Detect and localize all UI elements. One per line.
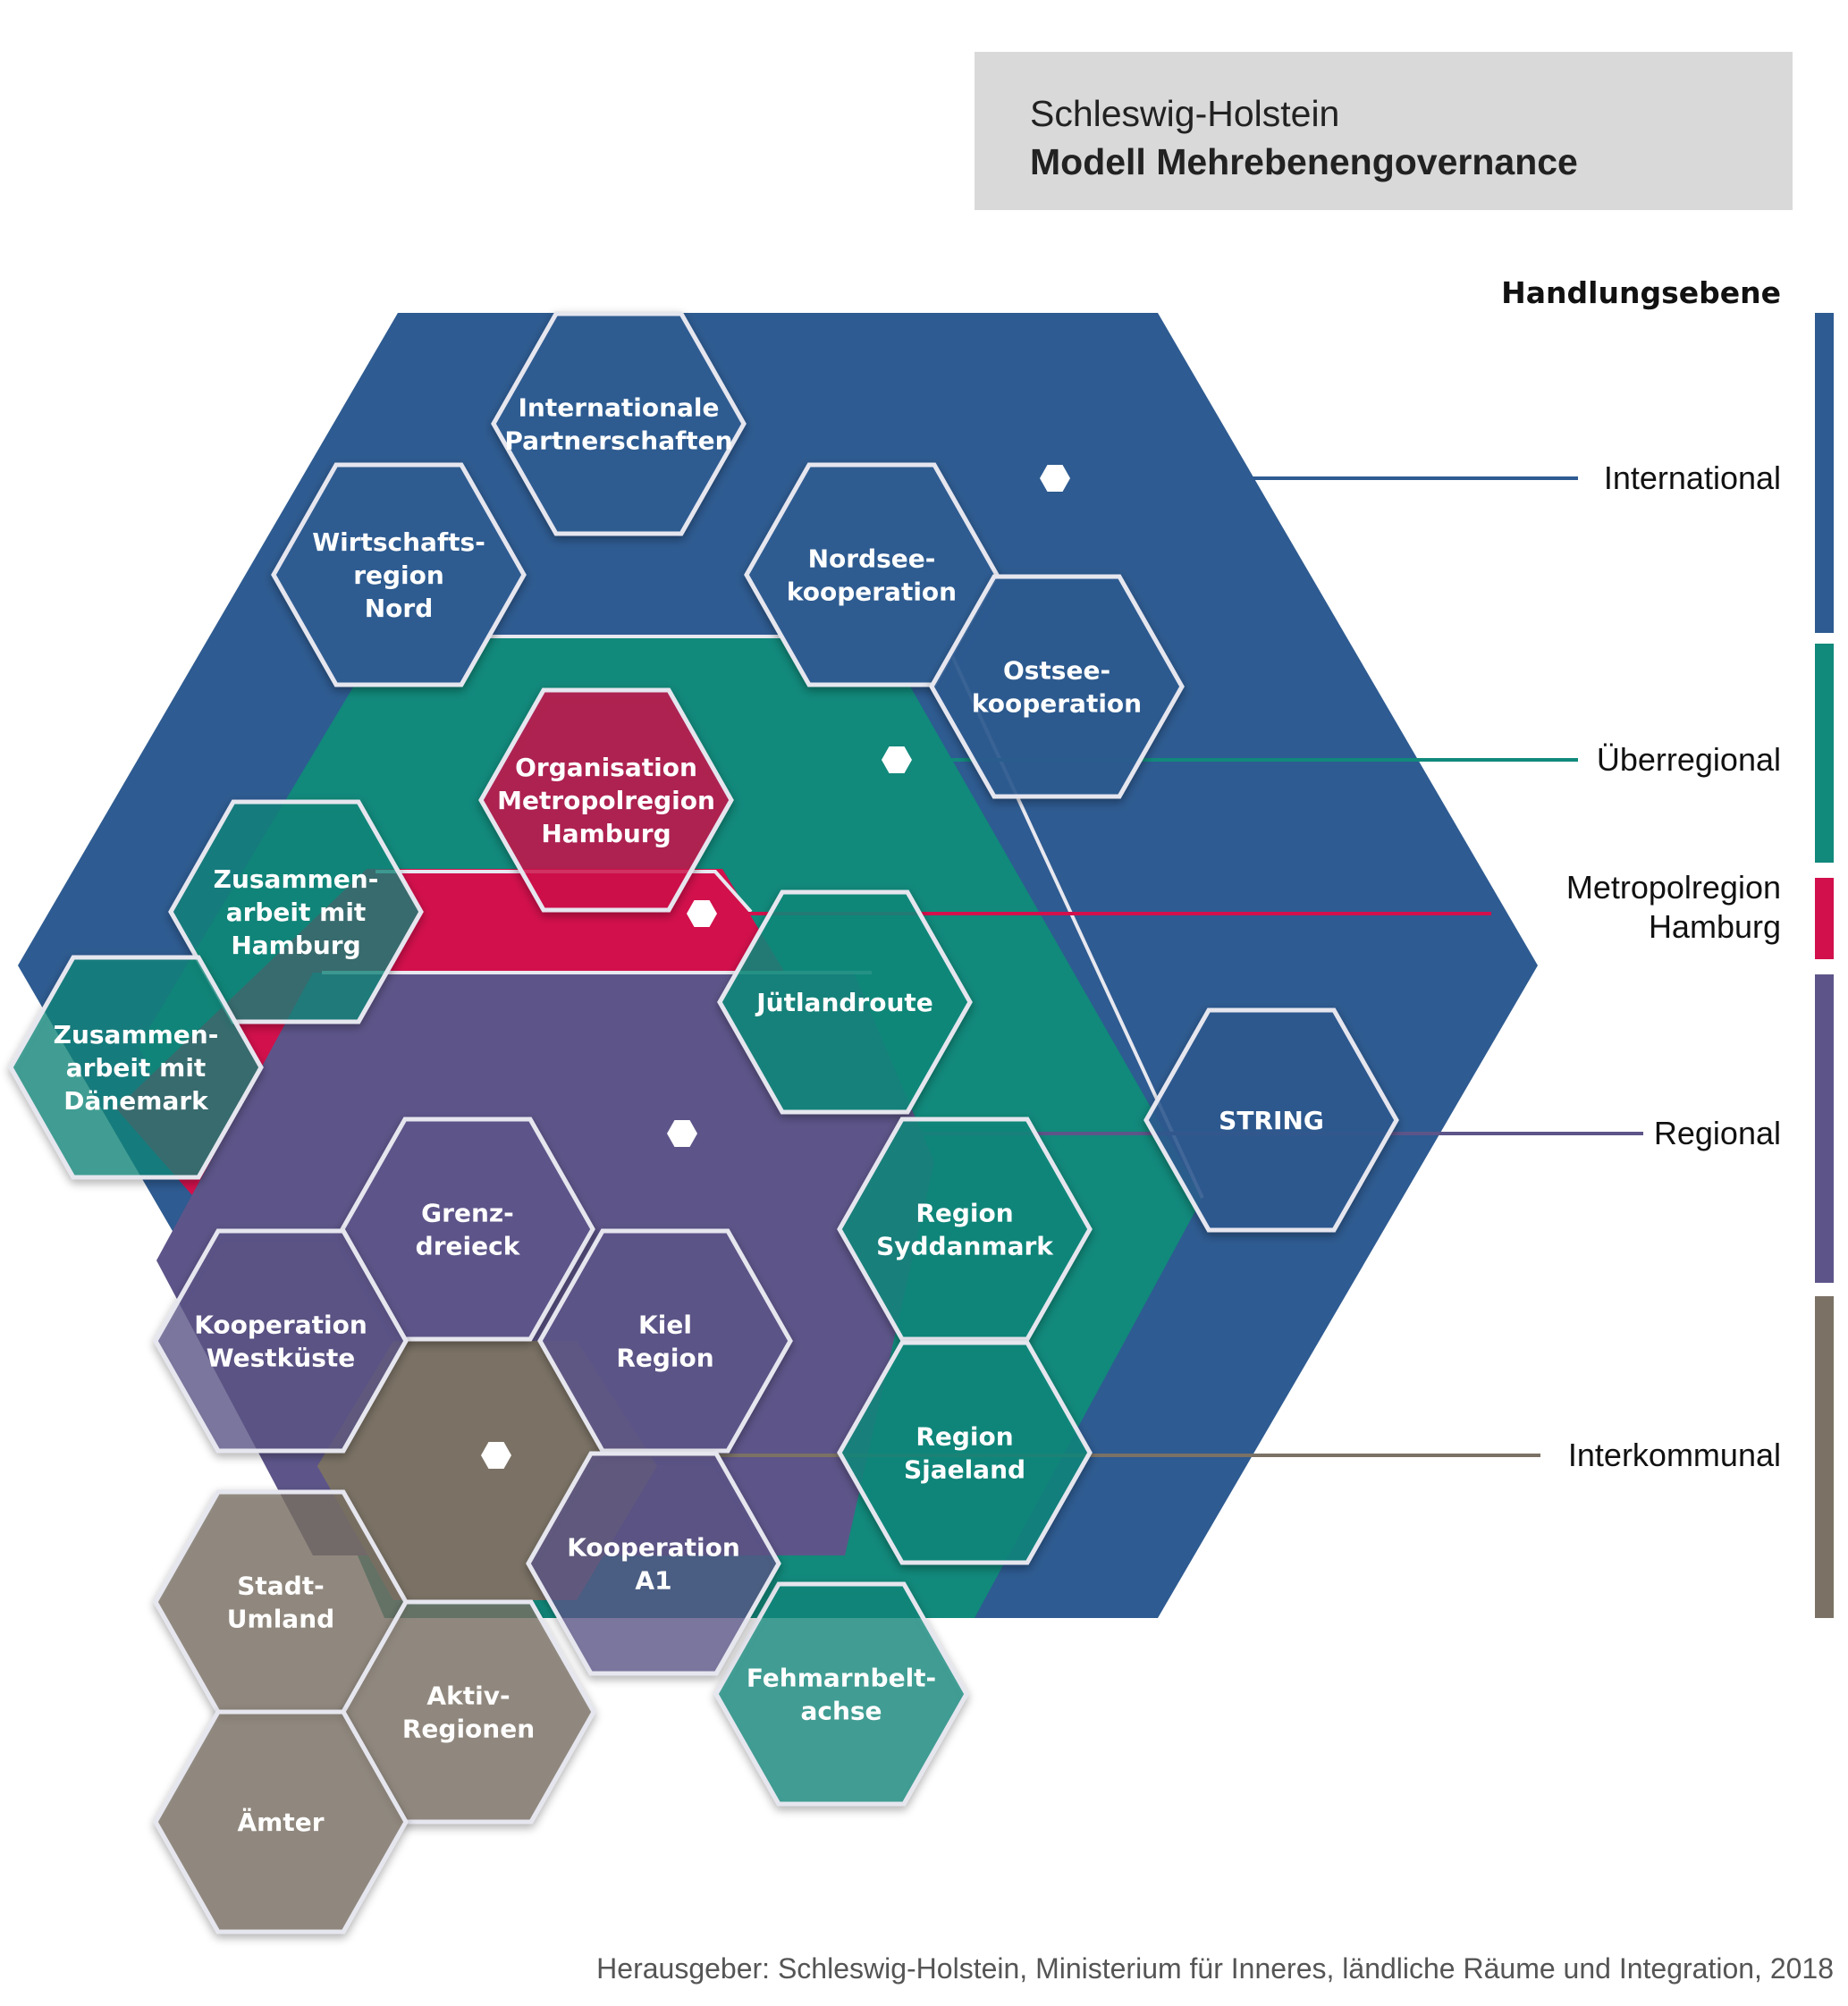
legend-bar-international <box>1815 313 1834 633</box>
hex-ostseekooperation: Ostsee-kooperation <box>929 574 1185 799</box>
hex-shape <box>153 1228 409 1454</box>
level-markers <box>481 465 1070 1469</box>
hex-label-line: Syddanmark <box>876 1232 1054 1261</box>
marker-hexagon <box>481 1442 511 1469</box>
hex-shape <box>837 1117 1093 1342</box>
hex-label-line: kooperation <box>972 689 1142 719</box>
marker-hexagon <box>667 1120 697 1147</box>
hex-shape <box>526 1451 781 1676</box>
hex-label-line: Regionen <box>402 1715 535 1744</box>
hex-label-line: region <box>353 560 444 590</box>
level-label-ueberregional: Überregional <box>1597 741 1781 778</box>
marker-hexagon <box>1040 465 1070 492</box>
hex-label-line: Stadt- <box>237 1572 325 1601</box>
hex-label-line: Zusammen- <box>214 864 379 894</box>
legend-bar-regional <box>1815 974 1834 1283</box>
hex-label-line: Fehmarnbelt- <box>747 1664 936 1693</box>
hex-label-line: Organisation <box>515 753 697 782</box>
hex-label-line: dreieck <box>416 1232 521 1261</box>
hex-label-line: Grenz- <box>421 1199 514 1228</box>
level-label-interkommunal: Interkommunal <box>1568 1437 1781 1473</box>
source-note: Herausgeber: Schleswig-Holstein, Ministe… <box>596 1952 1834 1985</box>
hex-label-line: Sjaeland <box>904 1455 1025 1485</box>
hex-label-line: Nordsee- <box>808 544 936 574</box>
hex-shape <box>1143 1007 1399 1233</box>
hex-label-line: Metropolregion <box>497 786 715 815</box>
hex-shape <box>478 687 734 913</box>
hex-shape <box>271 462 527 687</box>
legend-bar-interkommunal <box>1815 1296 1834 1618</box>
hex-label-line: Zusammen- <box>54 1020 219 1049</box>
hex-label-line: Region <box>916 1199 1013 1228</box>
hex-label-line: Wirtschafts- <box>312 527 485 557</box>
hex-shape <box>929 574 1185 799</box>
hex-label-line: Aktiv- <box>426 1682 510 1711</box>
hex-label-line: Dänemark <box>63 1086 209 1116</box>
legend-bar-metropolregion <box>1815 878 1834 959</box>
hex-aktivregionen: Aktiv- Regionen <box>341 1599 596 1825</box>
hex-shape <box>537 1228 793 1454</box>
legend-bar-ueberregional <box>1815 644 1834 863</box>
hex-juetlandroute: Jütlandroute <box>717 889 973 1115</box>
hex-shape <box>8 955 264 1180</box>
hex-fehmarnbeltachse: Fehmarnbelt-achse <box>713 1581 969 1807</box>
title-line-2: Modell Mehrebenengovernance <box>1030 141 1578 182</box>
level-outline-metropolregion <box>376 870 753 914</box>
hex-label-line: Kooperation <box>194 1311 367 1340</box>
hex-label-line: Region <box>616 1344 713 1373</box>
hex-label-line: Partnerschaften <box>504 426 732 456</box>
hex-label-line: arbeit mit <box>66 1053 207 1083</box>
marker-hexagon <box>882 746 912 773</box>
legend-heading: Handlungsebene <box>1501 275 1781 310</box>
hex-shape <box>713 1581 969 1807</box>
hex-label-line: Nord <box>365 594 434 623</box>
hex-label-line: STRING <box>1219 1106 1324 1135</box>
hex-label-line: Hamburg <box>231 931 360 960</box>
hex-label-line: Jütlandroute <box>755 988 933 1017</box>
legend-bars <box>1815 313 1834 1618</box>
hex-shape <box>837 1340 1093 1565</box>
level-label-regional: Regional <box>1654 1115 1781 1151</box>
hex-label-line: Ostsee- <box>1003 656 1110 686</box>
program-hexagons: InternationalePartnerschaftenWirtschafts… <box>8 311 1399 1934</box>
legend-labels: InternationalÜberregionalMetropolregionH… <box>1566 459 1781 1473</box>
title-box: Schleswig-Holstein Modell Mehrebenengove… <box>975 52 1793 210</box>
level-label-international: International <box>1604 459 1781 496</box>
hex-label-line: Umland <box>227 1605 334 1634</box>
hex-shape <box>717 889 973 1115</box>
hex-label-line: Hamburg <box>541 819 671 848</box>
hex-label-line: Region <box>916 1422 1013 1452</box>
hex-label-line: Westküste <box>207 1344 356 1373</box>
marker-hexagon <box>687 900 717 927</box>
hex-label-line: achse <box>800 1697 882 1726</box>
hex-label-line: arbeit mit <box>226 898 367 927</box>
hex-label-line: Kiel <box>638 1311 692 1340</box>
hex-label-line: Ämter <box>237 1807 324 1837</box>
hex-aemter: Ämter <box>153 1709 409 1934</box>
hex-shape <box>491 311 747 536</box>
level-label-metropolregion: Metropolregion <box>1566 869 1781 906</box>
hex-label-line: Internationale <box>519 393 720 423</box>
title-line-1: Schleswig-Holstein <box>1030 93 1340 134</box>
hex-shape <box>153 1709 409 1934</box>
hex-label-line: Kooperation <box>567 1533 740 1563</box>
hex-label-line: kooperation <box>787 577 957 607</box>
hex-label-line: A1 <box>635 1566 671 1596</box>
hex-stadt-umland: Stadt- Umland <box>153 1489 409 1715</box>
level-label-metropolregion: Hamburg <box>1649 908 1781 945</box>
hex-string: STRING <box>1143 1007 1399 1233</box>
